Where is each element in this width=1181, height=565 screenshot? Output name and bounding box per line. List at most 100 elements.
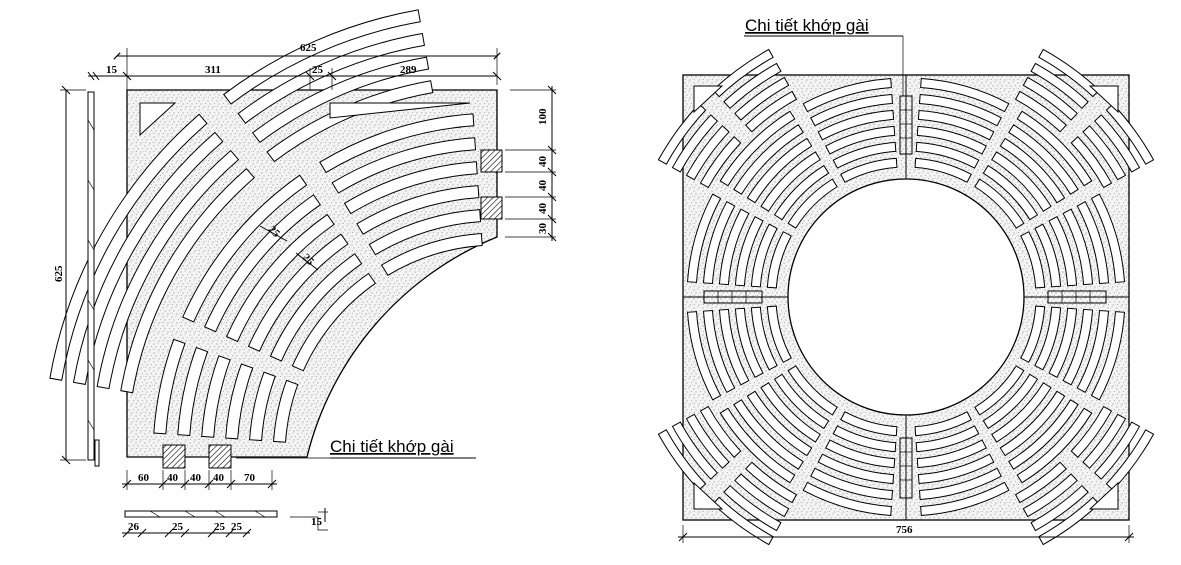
corner-slot — [1014, 90, 1067, 133]
dim-311: 311 — [205, 64, 221, 76]
ring-slot — [920, 481, 1010, 517]
dim-100: 100 — [537, 108, 549, 125]
ring-slot — [702, 201, 736, 285]
quarter-slot — [182, 174, 308, 323]
bottom-section-view — [124, 510, 328, 531]
ring-slot — [802, 481, 892, 517]
quarter-outer-slot — [251, 56, 430, 144]
corner-slot — [1070, 405, 1113, 458]
ring-slot — [1076, 201, 1110, 285]
ring-slot — [1048, 307, 1078, 378]
ring-slot — [825, 125, 896, 155]
tree-opening — [787, 178, 1025, 416]
ring-slot — [982, 373, 1039, 430]
corner-slot — [723, 62, 782, 110]
quarter-slot — [331, 137, 477, 194]
ring-slot — [733, 124, 804, 195]
dim-625-side: 625 — [53, 265, 65, 282]
ring-slot — [917, 453, 995, 485]
ring-slot — [840, 157, 898, 183]
ring-slot — [773, 164, 830, 221]
ring-slot — [914, 411, 972, 437]
ring-slot — [832, 141, 897, 169]
quarter-slot — [269, 253, 363, 362]
quarter-slot — [177, 346, 209, 437]
quarter-outer-slot — [96, 149, 240, 390]
quarter-slot — [343, 161, 478, 215]
corner-slot — [1038, 48, 1100, 98]
corner-slot — [1105, 103, 1155, 165]
dim-40-b: 40 — [537, 180, 549, 192]
corner-slot — [1070, 136, 1113, 189]
ring-slot — [734, 307, 764, 378]
ring-slot — [746, 137, 813, 204]
ring-slot — [914, 157, 972, 183]
corner-slot — [1082, 413, 1127, 469]
ring-slot — [974, 178, 1025, 229]
corner-slot — [1093, 421, 1141, 480]
ring-slot — [746, 390, 813, 457]
ring-slot — [802, 77, 892, 113]
ring-slot — [1048, 216, 1078, 287]
corner-slot — [1038, 496, 1100, 546]
dim-60: 60 — [138, 472, 150, 484]
dim-40-c: 40 — [537, 203, 549, 215]
dim-289: 289 — [400, 64, 417, 76]
corner-slot — [1082, 125, 1127, 181]
ring-slot — [718, 308, 750, 386]
left-dimension-lines — [60, 48, 557, 538]
corner-slot — [1030, 62, 1089, 110]
ring-slot — [702, 309, 736, 393]
ring-slot — [1016, 110, 1093, 187]
corner-slot — [734, 473, 790, 518]
quarter-outer-slot — [120, 167, 255, 394]
ring-slot — [773, 373, 830, 430]
ring-slot — [766, 305, 792, 363]
quarter-slot — [225, 363, 254, 440]
corner-slot — [1022, 473, 1078, 518]
ring-slot — [840, 411, 898, 437]
quarter-slot — [356, 185, 480, 235]
quarter-slot — [225, 213, 335, 343]
dim-625-top: 625 — [300, 42, 317, 54]
ring-slot — [974, 365, 1025, 416]
ring-slot — [686, 311, 722, 401]
corner-slot — [745, 461, 798, 504]
right-dimension-lines — [678, 35, 1134, 543]
ring-slot — [1008, 399, 1079, 470]
quarter-outer-slot — [223, 9, 421, 105]
corner-slot — [671, 421, 719, 480]
dim-40-bottom-c: 40 — [213, 472, 225, 484]
callout-joint-detail-left: Chi tiết khớp gài — [330, 437, 454, 456]
corner-slot — [699, 136, 742, 189]
ring-slot — [1090, 193, 1126, 283]
corner-slot — [745, 90, 798, 133]
corner-slot — [723, 484, 782, 532]
quarter-panel — [49, 9, 503, 469]
corner-slot — [657, 429, 707, 491]
ring-slot — [766, 231, 792, 289]
ring-slot — [1020, 305, 1046, 363]
dim-26: 26 — [128, 521, 140, 533]
ring-slot — [1008, 124, 1079, 195]
quarter-slot — [201, 355, 231, 438]
quarter-slot — [291, 272, 377, 372]
corner-slot — [685, 125, 730, 181]
corner-slot — [685, 413, 730, 469]
ring-slot — [787, 178, 838, 229]
dim-15: 15 — [106, 64, 118, 76]
side-section-view — [87, 91, 100, 467]
corner-slot — [712, 48, 774, 98]
ring-slot — [760, 151, 821, 212]
corner-slot — [1093, 114, 1141, 173]
dim-25-strip-b: 25 — [214, 521, 226, 533]
ring-slot — [719, 407, 796, 484]
ring-slot — [686, 193, 722, 283]
dim-40-bottom-a: 40 — [167, 472, 179, 484]
dim-25-strip-a: 25 — [172, 521, 184, 533]
joint-blocks — [703, 95, 1107, 499]
corner-slot — [699, 405, 742, 458]
quarter-slot — [319, 113, 475, 174]
ring-slot — [917, 109, 995, 141]
